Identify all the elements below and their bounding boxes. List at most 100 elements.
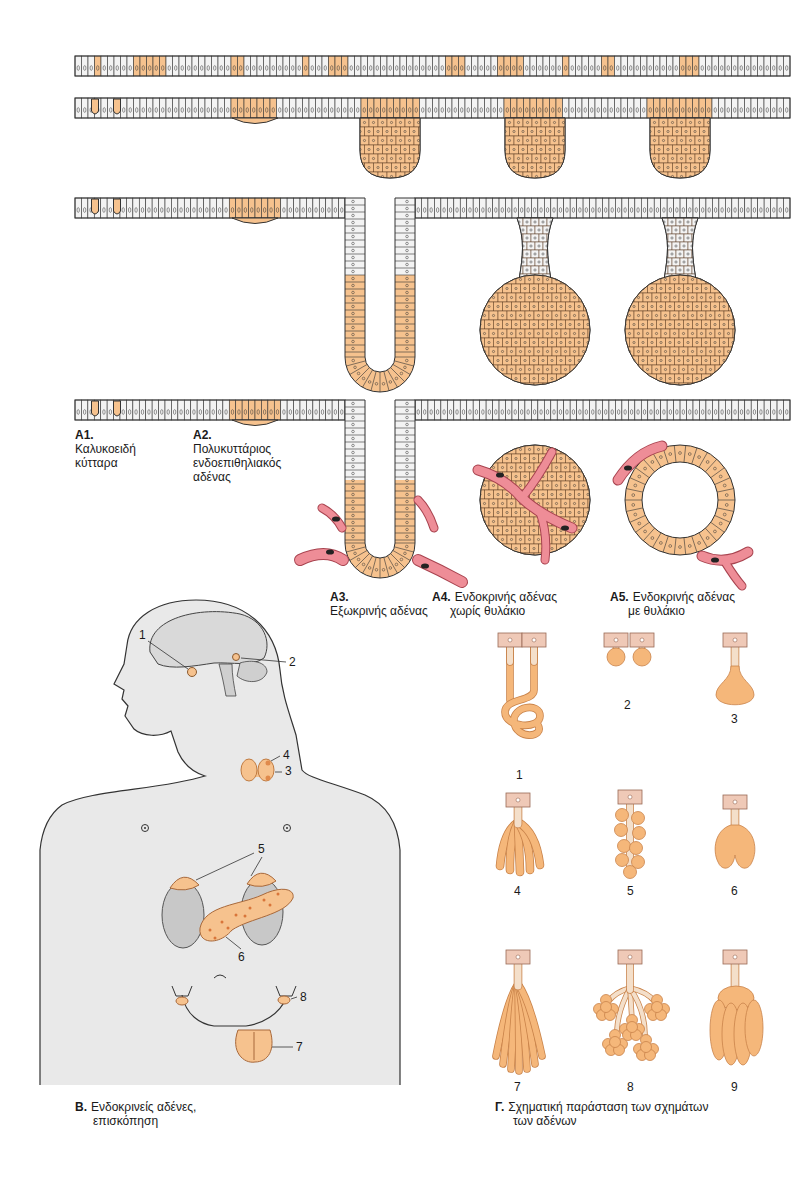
- epithelium-strip: [598, 208, 600, 213]
- cell-cluster: [540, 130, 542, 132]
- epithelium-strip: [296, 56, 303, 76]
- cell-cluster: [695, 154, 704, 163]
- cell-cluster: [548, 338, 557, 347]
- epithelium-strip: [610, 108, 612, 113]
- epithelium-strip: [251, 208, 253, 213]
- cell-cluster: [471, 275, 480, 284]
- epithelium-strip: [110, 108, 112, 113]
- epithelium-strip: [674, 198, 680, 218]
- cell-cluster: [646, 332, 648, 334]
- epithelium-strip: [597, 66, 599, 71]
- epithelium-strip: [699, 198, 705, 218]
- cell-cluster: [378, 118, 387, 127]
- cell-cluster: [541, 154, 550, 163]
- tube-cells: [406, 256, 409, 259]
- epithelium-strip: [745, 98, 752, 118]
- cell-cluster: [695, 136, 704, 145]
- epithelium-strip: [191, 198, 197, 218]
- gland-neck: [517, 218, 553, 280]
- cell-cluster: [501, 278, 503, 280]
- epithelium-strip: [727, 66, 729, 71]
- epithelium-strip: [181, 108, 183, 113]
- epithelium-strip: [578, 66, 580, 71]
- cell-cluster: [695, 269, 697, 271]
- cell-cluster: [530, 320, 539, 329]
- epithelium-strip: [570, 198, 576, 218]
- cell-cluster: [535, 242, 543, 250]
- cell-cluster: [549, 166, 551, 168]
- cell-cluster: [655, 332, 657, 334]
- cell-cluster: [679, 221, 681, 223]
- cell-cluster: [549, 148, 551, 150]
- cell-cluster: [552, 293, 561, 302]
- cell-cluster: [542, 253, 544, 255]
- epithelium-strip: [193, 208, 195, 213]
- cell-cluster: [515, 341, 517, 343]
- epithelium-strip: [732, 56, 739, 76]
- cell-cluster: [676, 148, 678, 150]
- cell-cluster: [625, 329, 634, 338]
- epithelium-strip: [654, 56, 661, 76]
- cell-cluster: [569, 359, 571, 361]
- epithelium-strip: [656, 108, 658, 113]
- cell-cluster: [696, 258, 704, 266]
- cell-cluster: [579, 311, 588, 320]
- epithelium-strip: [251, 98, 258, 118]
- cell-cluster: [539, 356, 548, 365]
- cell-cluster: [687, 221, 689, 223]
- epithelium-strip: [597, 108, 599, 113]
- cell-cluster: [678, 287, 680, 289]
- epithelium-strip: [526, 66, 528, 71]
- cell-cluster: [492, 296, 494, 298]
- epithelium-strip: [303, 56, 310, 76]
- epithelium-strip: [584, 66, 586, 71]
- epithelium-strip: [630, 66, 632, 71]
- tube-cells: [406, 340, 409, 343]
- cell-cluster: [404, 166, 406, 168]
- epithelium-strip: [227, 66, 229, 71]
- epithelium-strip: [255, 198, 261, 218]
- epithelium-strip: [142, 108, 144, 113]
- cell-cluster: [497, 377, 499, 379]
- tube-cells: [395, 219, 415, 220]
- cell-cluster: [535, 121, 537, 123]
- cell-cluster: [616, 311, 625, 320]
- cell-cluster: [679, 329, 688, 338]
- cell-cluster: [569, 341, 571, 343]
- epithelium-strip: [134, 56, 141, 76]
- cell-cluster: [700, 368, 702, 370]
- epithelium-strip: [376, 108, 378, 113]
- cell-cluster: [552, 329, 561, 338]
- cell-cluster: [715, 383, 724, 392]
- cell-cluster: [514, 118, 523, 127]
- epithelium-strip: [727, 108, 729, 113]
- cell-cluster: [675, 302, 684, 311]
- epithelium-strip: [216, 198, 222, 218]
- cell-cluster: [562, 121, 564, 123]
- cell-cluster: [630, 374, 639, 383]
- cell-cluster: [667, 166, 669, 168]
- epithelium-strip: [328, 208, 330, 213]
- epithelium-strip: [272, 108, 274, 113]
- cell-cluster: [552, 365, 561, 374]
- cell-cluster: [729, 374, 738, 383]
- epithelium-strip: [532, 66, 534, 71]
- cell-cluster: [693, 284, 702, 293]
- tube-cells: [406, 326, 409, 329]
- epithelium-strip: [155, 108, 157, 113]
- cell-cluster: [664, 145, 673, 154]
- epithelium-strip: [584, 108, 586, 113]
- epithelium-strip: [556, 56, 563, 76]
- cell-cluster: [501, 350, 503, 352]
- cell-cluster: [535, 139, 537, 141]
- epithelium-strip: [579, 208, 581, 213]
- cell-cluster: [548, 284, 557, 293]
- cell-cluster: [488, 287, 490, 289]
- epithelium-strip: [531, 198, 537, 218]
- cell-cluster: [732, 305, 734, 307]
- cell-cluster: [670, 275, 679, 284]
- epithelium-strip: [331, 66, 333, 71]
- cell-cluster: [591, 386, 593, 388]
- epithelium-strip: [537, 56, 544, 76]
- cell-cluster: [661, 311, 670, 320]
